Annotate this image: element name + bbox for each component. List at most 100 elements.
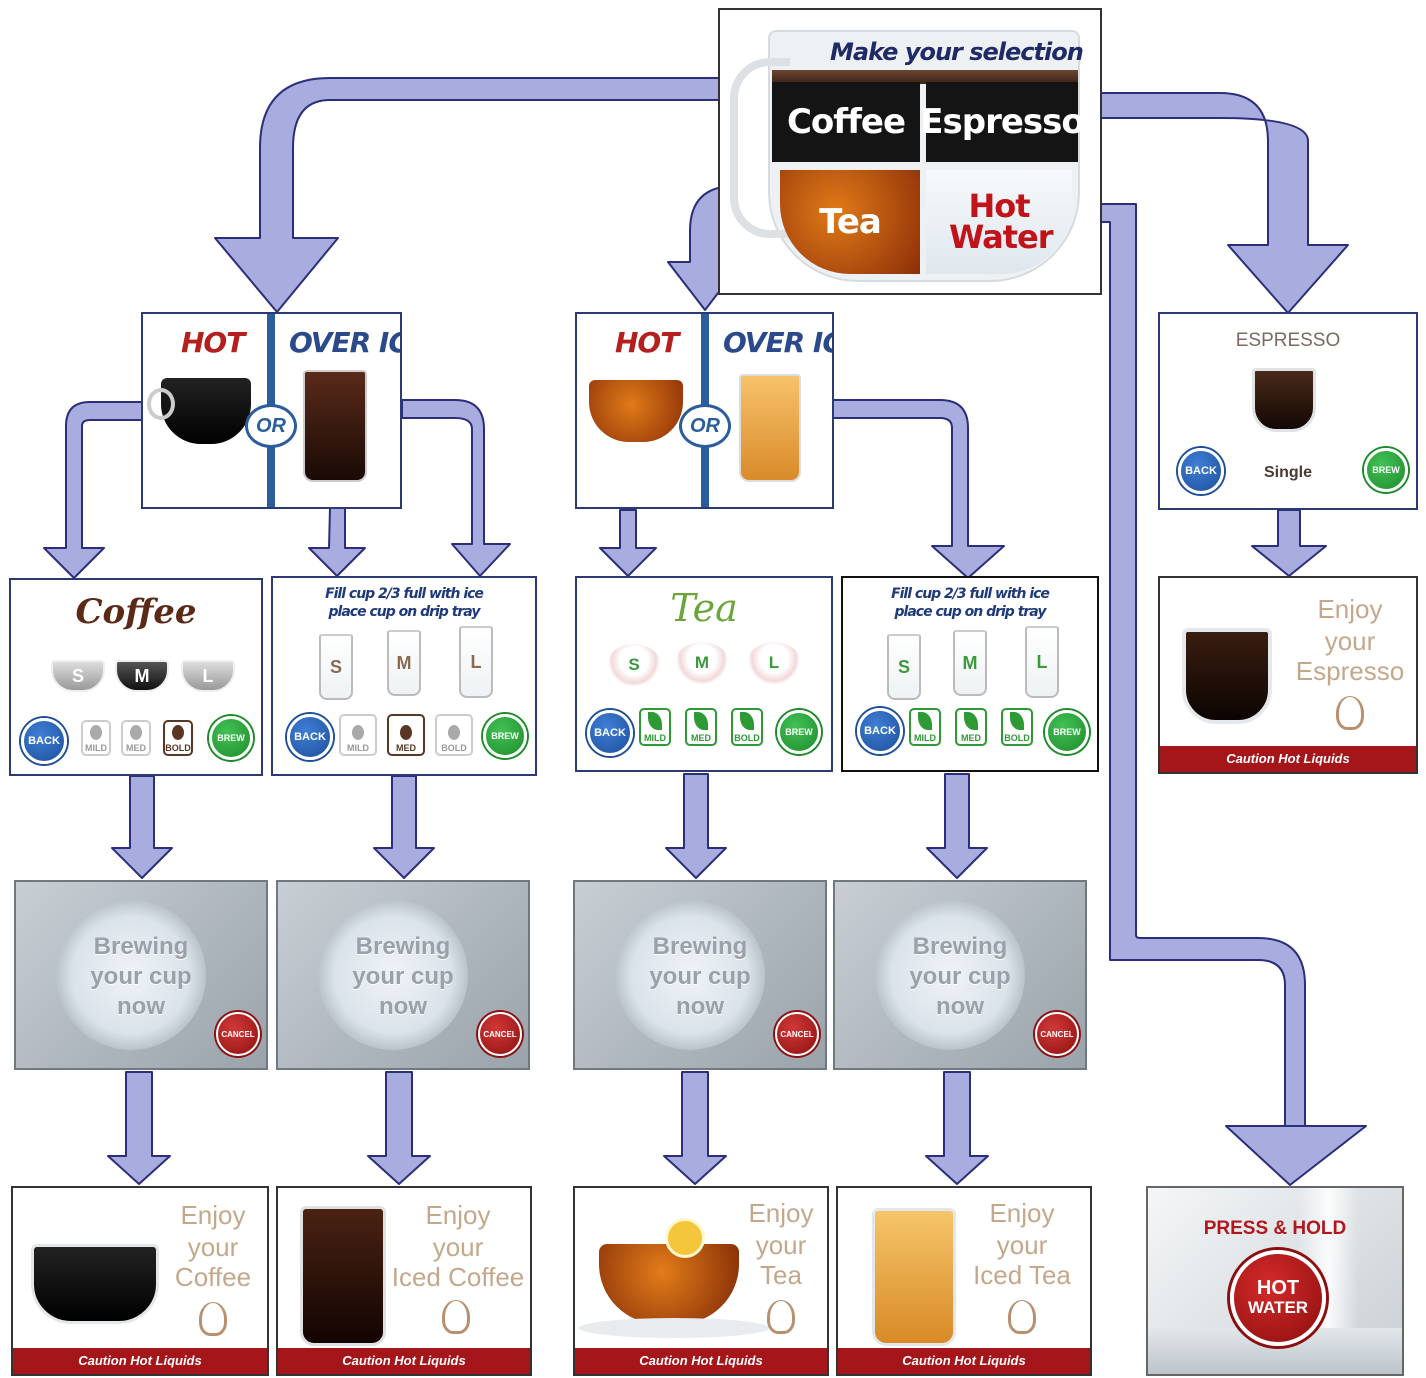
back-button[interactable]: BACK: [857, 708, 903, 754]
strength-label: MILD: [644, 733, 666, 743]
brew-button[interactable]: BREW: [1364, 448, 1408, 492]
strength-mild[interactable]: MILD: [81, 720, 111, 756]
enjoy-coffee-screen: Enjoy your Coffee Caution Hot Liquids: [11, 1186, 269, 1376]
arrow-iced-coffee-brewing: [373, 775, 435, 879]
line: Brewing: [652, 933, 748, 960]
enjoy-drink: Coffee: [174, 1262, 252, 1292]
size-small-cup[interactable]: S: [51, 660, 105, 692]
enjoy-line1: Enjoy: [748, 1198, 814, 1228]
cancel-button[interactable]: CANCEL: [478, 1012, 522, 1056]
cup-handle: [730, 58, 790, 238]
hot-water-button[interactable]: HOT WATER: [1230, 1250, 1326, 1346]
back-button[interactable]: BACK: [1178, 448, 1224, 494]
strength-mild[interactable]: MILD: [339, 714, 377, 756]
arrow-to-espresso: [1079, 92, 1349, 314]
brew-button[interactable]: BREW: [1045, 710, 1089, 754]
size-medium-cup[interactable]: M: [115, 660, 169, 692]
hot-water-option[interactable]: Hot Water: [926, 170, 1072, 274]
arrow-tea-hot: [599, 509, 657, 577]
tea-option[interactable]: Tea: [780, 170, 920, 274]
iced-coffee-glass-icon: [303, 370, 367, 482]
size-large-glass[interactable]: L: [459, 626, 493, 698]
tea-logo: Tea: [670, 586, 738, 630]
strength-label: BOLD: [165, 743, 191, 753]
strength-med[interactable]: MED: [121, 720, 151, 756]
hot-label[interactable]: HOT: [615, 326, 679, 359]
arrow-to-hot-water: [1039, 203, 1367, 1186]
cup-handle-icon: [147, 388, 175, 420]
size-small-glass[interactable]: S: [319, 634, 353, 700]
back-button[interactable]: BACK: [21, 718, 67, 764]
over-ice-label[interactable]: OVER ICE: [289, 326, 400, 359]
cancel-button[interactable]: CANCEL: [1035, 1012, 1079, 1056]
line: your cup: [352, 963, 454, 990]
espresso-select-screen: ESPRESSO Single BACK BREW: [1158, 312, 1418, 510]
brew-button[interactable]: BREW: [777, 710, 821, 754]
cancel-button[interactable]: CANCEL: [775, 1012, 819, 1056]
enjoy-line2: your: [432, 1232, 484, 1262]
arrow-coffee-enjoy: [107, 1071, 171, 1185]
size-large-cup[interactable]: L: [181, 660, 235, 692]
bean-icon: [352, 725, 364, 740]
selection-screen: Make your selection Coffee Espresso Tea …: [718, 8, 1102, 295]
enjoy-line1: Enjoy: [180, 1200, 246, 1230]
arrow-iced-tea: [831, 399, 1005, 579]
strength-bold[interactable]: BOLD: [731, 708, 763, 746]
line: now: [117, 993, 165, 1020]
coffee-temp-choice: HOT OVER ICE OR: [141, 312, 402, 509]
espresso-option-single[interactable]: Single: [1263, 464, 1312, 481]
or-badge: OR: [679, 404, 731, 448]
enjoy-line2: your: [1324, 626, 1376, 656]
size-label: M: [694, 653, 710, 672]
selection-title: Make your selection: [830, 38, 1084, 66]
back-button[interactable]: BACK: [287, 714, 333, 760]
strength-med[interactable]: MED: [685, 708, 717, 746]
leaf-icon: [964, 712, 978, 730]
strength-mild[interactable]: MILD: [639, 708, 671, 746]
arrow-to-coffee-choice: [214, 77, 759, 313]
back-button[interactable]: BACK: [587, 710, 633, 756]
iced-tea-select-screen: Fill cup 2/3 full with ice place cup on …: [841, 576, 1099, 772]
arrow-iced-coffee-down: [308, 507, 366, 577]
enjoy-espresso-screen: Enjoy your Espresso Caution Hot Liquids: [1158, 576, 1418, 774]
brew-button[interactable]: BREW: [483, 714, 527, 758]
size-small-glass[interactable]: S: [887, 634, 921, 700]
strength-label: BOLD: [441, 743, 467, 753]
strength-mild[interactable]: MILD: [909, 708, 941, 746]
brew-button[interactable]: BREW: [209, 716, 253, 760]
strength-bold[interactable]: BOLD: [163, 720, 193, 756]
hot-water-screen: PRESS & HOLD HOT WATER: [1146, 1186, 1404, 1376]
brand-logo-icon: [1336, 696, 1364, 730]
hot-tea-cup-icon: [589, 380, 683, 442]
cancel-button[interactable]: CANCEL: [216, 1012, 260, 1056]
size-large-teacup[interactable]: L: [747, 642, 801, 684]
size-large-glass[interactable]: L: [1025, 626, 1059, 698]
line: now: [676, 993, 724, 1020]
strength-med[interactable]: MED: [387, 714, 425, 756]
strength-label: BOLD: [734, 733, 760, 743]
strength-bold[interactable]: BOLD: [1001, 708, 1033, 746]
enjoy-drink: Espresso: [1295, 656, 1405, 686]
size-medium-glass[interactable]: M: [953, 630, 987, 696]
brewing-halo: [875, 900, 1025, 1050]
ice-instruction-1: Fill cup 2/3 full with ice: [325, 586, 484, 602]
arrow-tea-enjoy: [663, 1071, 727, 1185]
espresso-option[interactable]: Espresso: [920, 82, 1085, 162]
leaf-icon: [694, 712, 708, 730]
size-medium-teacup[interactable]: M: [675, 642, 729, 684]
strength-med[interactable]: MED: [955, 708, 987, 746]
ice-instruction-1: Fill cup 2/3 full with ice: [891, 586, 1050, 602]
brewing-halo: [615, 900, 765, 1050]
size-small-teacup[interactable]: S: [607, 644, 661, 686]
hot-label[interactable]: HOT: [181, 326, 245, 359]
coffee-option[interactable]: Coffee: [772, 82, 920, 162]
over-ice-label[interactable]: OVER ICE: [723, 326, 832, 359]
iced-tea-glass-icon: [872, 1208, 956, 1346]
size-label: L: [1036, 651, 1048, 672]
crema: [772, 70, 1078, 84]
strength-bold[interactable]: BOLD: [435, 714, 473, 756]
size-medium-glass[interactable]: M: [387, 630, 421, 696]
caution-banner: Caution Hot Liquids: [575, 1348, 827, 1374]
